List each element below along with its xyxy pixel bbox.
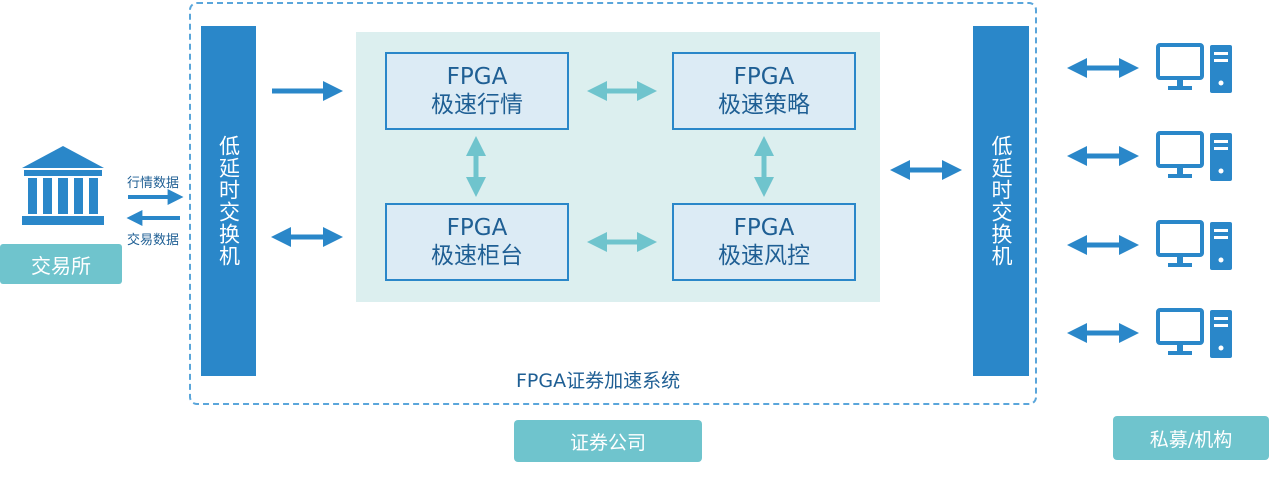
exchange-icon [16, 144, 110, 228]
module-risk-control: FPGA 极速风控 [672, 203, 856, 281]
left-low-latency-switch: 低延时交换机 [201, 26, 256, 376]
market-data-label: 行情数据 [127, 176, 180, 191]
desktop-computer-icon [1156, 131, 1232, 181]
exchange-label: 交易所 [0, 244, 122, 284]
module-market-data: FPGA 极速行情 [385, 52, 569, 130]
right-low-latency-switch: 低延时交换机 [973, 26, 1029, 376]
securities-company-label: 证券公司 [514, 420, 702, 462]
desktop-computer-icon [1156, 308, 1232, 358]
module-counter: FPGA 极速柜台 [385, 203, 569, 281]
module-line1: FPGA [446, 215, 508, 241]
clients-label: 私募/机构 [1113, 416, 1269, 460]
client-computer-4 [1156, 308, 1236, 364]
securities-company-boundary [189, 2, 1037, 405]
module-line2: 极速柜台 [431, 243, 523, 269]
module-line1: FPGA [733, 215, 795, 241]
client-computer-3 [1156, 220, 1236, 276]
building-columns-icon [22, 146, 104, 225]
desktop-computer-icon [1156, 43, 1232, 93]
client-computer-1 [1156, 43, 1236, 99]
system-title: FPGA证券加速系统 [516, 370, 681, 392]
client-computer-2 [1156, 131, 1236, 187]
module-line2: 极速策略 [718, 92, 810, 118]
module-line2: 极速风控 [718, 243, 810, 269]
trade-data-label: 交易数据 [127, 233, 180, 248]
module-line2: 极速行情 [431, 92, 523, 118]
module-line1: FPGA [733, 64, 795, 90]
module-line1: FPGA [446, 64, 508, 90]
desktop-computer-icon [1156, 220, 1232, 270]
module-strategy: FPGA 极速策略 [672, 52, 856, 130]
